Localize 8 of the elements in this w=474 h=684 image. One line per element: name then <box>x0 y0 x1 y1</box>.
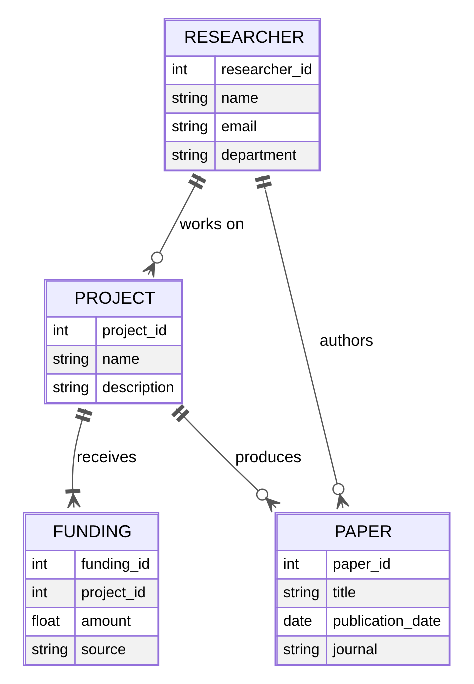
edge-label: authors <box>320 332 374 350</box>
connector <box>142 173 207 278</box>
edge-label: works on <box>180 216 244 234</box>
edge-label: receives <box>76 448 137 467</box>
edge-label: produces <box>235 448 302 467</box>
connector <box>255 175 350 510</box>
connector <box>172 404 282 513</box>
connector <box>66 408 93 509</box>
